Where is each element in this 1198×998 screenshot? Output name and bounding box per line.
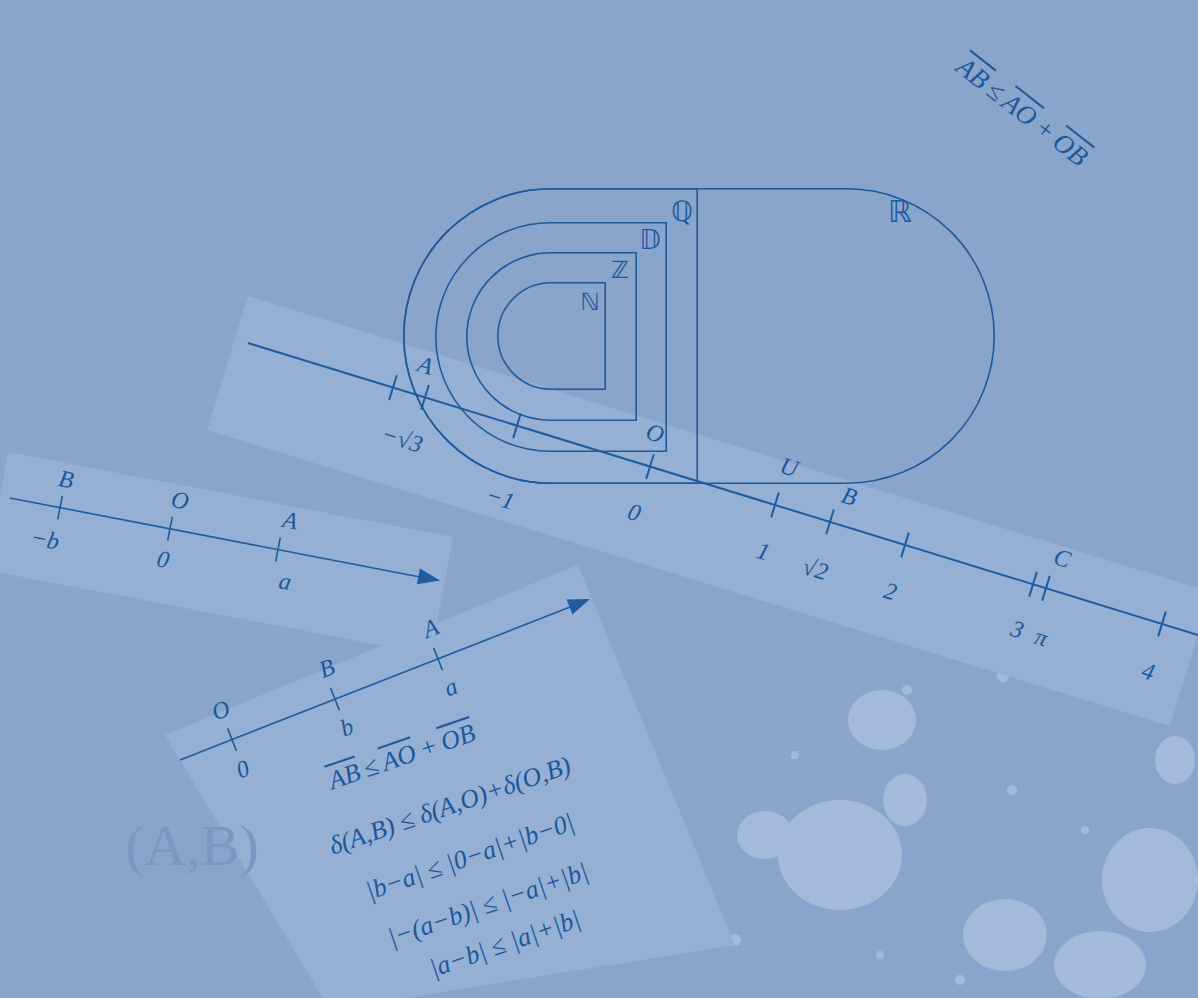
tick bbox=[389, 375, 397, 400]
splatter-dot bbox=[902, 685, 912, 695]
tick bbox=[826, 510, 834, 535]
tick bbox=[513, 413, 521, 438]
strip bbox=[0, 452, 453, 655]
splatter-dot bbox=[1007, 785, 1017, 795]
axis-line bbox=[248, 343, 1198, 635]
splatter-dot bbox=[1081, 826, 1089, 834]
tick bbox=[331, 688, 340, 710]
set-border bbox=[498, 283, 605, 389]
number-line bbox=[10, 496, 420, 577]
splatter-dot bbox=[876, 951, 884, 959]
set-symbol: ℤ bbox=[611, 258, 629, 282]
set-symbol: 𝔻 bbox=[639, 227, 660, 253]
tick bbox=[434, 648, 443, 670]
arrowhead bbox=[567, 599, 590, 614]
splatter-blob bbox=[848, 690, 916, 750]
tick bbox=[1158, 612, 1166, 637]
set-border bbox=[436, 223, 666, 451]
math-label: (A,B) bbox=[125, 813, 259, 880]
set-border bbox=[467, 253, 636, 420]
tick bbox=[1042, 576, 1050, 601]
splatter-blob bbox=[737, 811, 793, 859]
splatter-blob bbox=[963, 899, 1047, 971]
splatter-dot bbox=[791, 751, 799, 759]
math-text: AB≤AO+OB bbox=[950, 51, 1094, 173]
arrowhead bbox=[417, 569, 440, 585]
splatter-blob bbox=[1155, 736, 1195, 784]
tick bbox=[1029, 572, 1037, 597]
set-outline bbox=[435, 222, 667, 452]
tick bbox=[771, 493, 779, 518]
math-text: (A,B) bbox=[125, 813, 259, 880]
tick bbox=[168, 517, 173, 541]
splatter-blob bbox=[1054, 931, 1146, 998]
tick bbox=[228, 728, 237, 750]
math-label: −b bbox=[29, 524, 62, 556]
number-set-region: ℝ ℚ𝔻ℤℕ bbox=[403, 188, 995, 484]
tick bbox=[646, 454, 654, 479]
splatter-dot bbox=[955, 975, 965, 985]
splatter-blob bbox=[778, 800, 902, 910]
tick bbox=[58, 496, 63, 520]
math-text: −b bbox=[29, 524, 62, 556]
axis-line bbox=[180, 607, 570, 760]
set-symbol: ℝ bbox=[888, 197, 912, 227]
number-line bbox=[248, 343, 1198, 636]
set-border bbox=[404, 189, 994, 483]
number-set-region: ℕ bbox=[497, 282, 606, 390]
set-outline bbox=[403, 188, 995, 484]
strip bbox=[165, 565, 735, 998]
paint-splatter bbox=[729, 670, 1198, 998]
number-line bbox=[180, 607, 570, 760]
number-set-region: ℤℕ bbox=[466, 252, 637, 421]
tick bbox=[901, 533, 909, 558]
splatter-blob bbox=[883, 774, 927, 826]
math-label: + bbox=[415, 731, 441, 765]
paper-strip bbox=[0, 296, 1198, 998]
set-symbol: ℕ bbox=[580, 290, 599, 314]
splatter-blob bbox=[1102, 828, 1198, 932]
set-symbol: ℚ bbox=[671, 198, 693, 226]
tick bbox=[276, 538, 281, 562]
axis-line bbox=[10, 498, 420, 577]
set-border bbox=[404, 189, 697, 483]
number-set-region: 𝔻ℤℕ bbox=[435, 222, 667, 452]
